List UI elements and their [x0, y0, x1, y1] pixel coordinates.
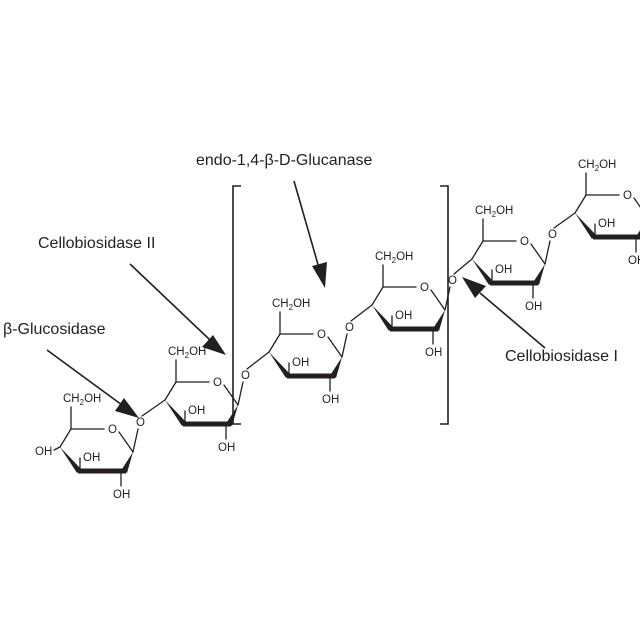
- ring-bond: [371, 286, 384, 306]
- glycosidic-bond: [350, 304, 373, 322]
- ring-bond-wedge: [122, 452, 133, 473]
- glycosidic-bond: [246, 351, 270, 370]
- hydroxyl-group: OH: [113, 489, 130, 501]
- glycosidic-bond: [132, 428, 139, 453]
- ring-oxygen: O: [420, 282, 429, 294]
- hydroxyl-group: OH: [525, 301, 542, 313]
- ring-bond: [530, 243, 546, 265]
- ring-bond: [118, 431, 134, 453]
- label-endo-glucanase: endo-1,4-β-D-Glucanase: [196, 152, 373, 169]
- label-cellobiosidase-2: Cellobiosidase II: [38, 235, 155, 252]
- ch2oh-group: CH2OH: [475, 205, 513, 219]
- glycosidic-oxygen: O: [136, 417, 145, 429]
- glycosidic-oxygen: O: [241, 370, 250, 382]
- ring-bond-thick: [593, 234, 640, 240]
- ring-bond: [574, 194, 587, 214]
- hydroxyl-group: OH: [188, 405, 205, 417]
- ring-bond: [59, 428, 72, 448]
- glycosidic-oxygen: O: [345, 322, 354, 334]
- ring-bond-wedge: [575, 213, 596, 239]
- ring-oxygen: O: [317, 329, 326, 341]
- arrow-head-cbh2: [202, 335, 226, 355]
- ring-bond: [327, 336, 343, 358]
- label-beta-glucosidase: β-Glucosidase: [3, 321, 106, 338]
- arrow-head-bgl: [115, 398, 139, 418]
- hydroxyl-group: OH: [322, 394, 339, 406]
- glycosidic-bond: [453, 258, 473, 275]
- glycosidic-bond: [141, 399, 166, 417]
- hydroxyl-group: OH: [628, 255, 640, 267]
- glycosidic-links: O O O O O: [132, 212, 576, 453]
- ch2oh-group: CH2OH: [168, 346, 206, 360]
- ring-bond-thick: [490, 280, 538, 286]
- hydroxyl-group: OH: [35, 446, 52, 458]
- arrow-head-cbh1: [462, 277, 486, 298]
- ch2oh-group: CH2OH: [578, 159, 616, 173]
- ring-bond-wedge: [165, 400, 186, 426]
- ring-bond: [164, 381, 177, 401]
- arrow-endo-glucanase: [293, 180, 320, 269]
- hydroxyl-group: OH: [218, 442, 235, 454]
- glycosidic-bond: [553, 212, 576, 229]
- label-cellobiosidase-1: Cellobiosidase I: [505, 348, 618, 365]
- glycosidic-oxygen: O: [448, 275, 457, 287]
- ring-bond-thick: [390, 326, 438, 332]
- glucose-unit: O CH2OH OH OH: [371, 251, 446, 359]
- hydroxyl-group: OH: [495, 264, 512, 276]
- ring-bond: [268, 333, 281, 353]
- glucose-unit: O CH2OH OH OH: [268, 298, 343, 406]
- glycosidic-bond: [341, 333, 348, 358]
- glycosidic-bond: [544, 240, 551, 265]
- arrow-cellobiosidase-2: [129, 263, 211, 341]
- ring-bond-wedge: [331, 357, 342, 378]
- glucose-unit: O CH2OH OH OH OH: [35, 393, 134, 501]
- arrow-cellobiosidase-1: [479, 292, 546, 349]
- glycosidic-oxygen: O: [548, 229, 557, 241]
- left-bracket: [232, 185, 241, 425]
- ring-bond: [430, 289, 446, 311]
- arrow-beta-glucosidase: [46, 349, 123, 406]
- hydroxyl-group: OH: [292, 357, 309, 369]
- ring-bond: [223, 384, 239, 406]
- right-bracket: [440, 185, 449, 425]
- ring-bond-wedge: [60, 447, 81, 473]
- ring-oxygen: O: [108, 424, 117, 436]
- hydroxyl-group: OH: [425, 347, 442, 359]
- ring-bond-wedge: [472, 259, 493, 285]
- hydroxyl-group: OH: [598, 218, 615, 230]
- substituent-bond: [53, 446, 61, 451]
- ring-bond-wedge: [534, 264, 545, 285]
- glucose-unit: O CH2OH OH OH: [164, 346, 239, 454]
- ring-bond-thick: [287, 373, 335, 379]
- glycosidic-bond: [237, 381, 244, 406]
- glucose-unit: O CH2OH OH OH: [471, 205, 546, 313]
- ring-bond-wedge: [372, 305, 393, 331]
- hydroxyl-group: OH: [395, 310, 412, 322]
- ch2oh-group: CH2OH: [63, 393, 101, 407]
- hydroxyl-group: OH: [83, 452, 100, 464]
- ch2oh-group: CH2OH: [375, 251, 413, 265]
- ring-bond-thick: [78, 468, 126, 474]
- glucose-chain: O CH2OH OH OH OH O CH2OH OH OH O CH2OH OH OH O CH2OH OH…: [35, 159, 640, 501]
- arrow-head-endo: [312, 262, 327, 288]
- ring-oxygen: O: [520, 236, 529, 248]
- ch2oh-group: CH2OH: [272, 298, 310, 312]
- ring-bond-wedge: [434, 310, 445, 331]
- ring-bond-wedge: [269, 352, 290, 378]
- ring-bond-thick: [183, 421, 231, 427]
- ring-oxygen: O: [623, 190, 632, 202]
- ring-bond: [633, 197, 640, 208]
- ring-oxygen: O: [213, 377, 222, 389]
- ring-bond: [471, 240, 484, 260]
